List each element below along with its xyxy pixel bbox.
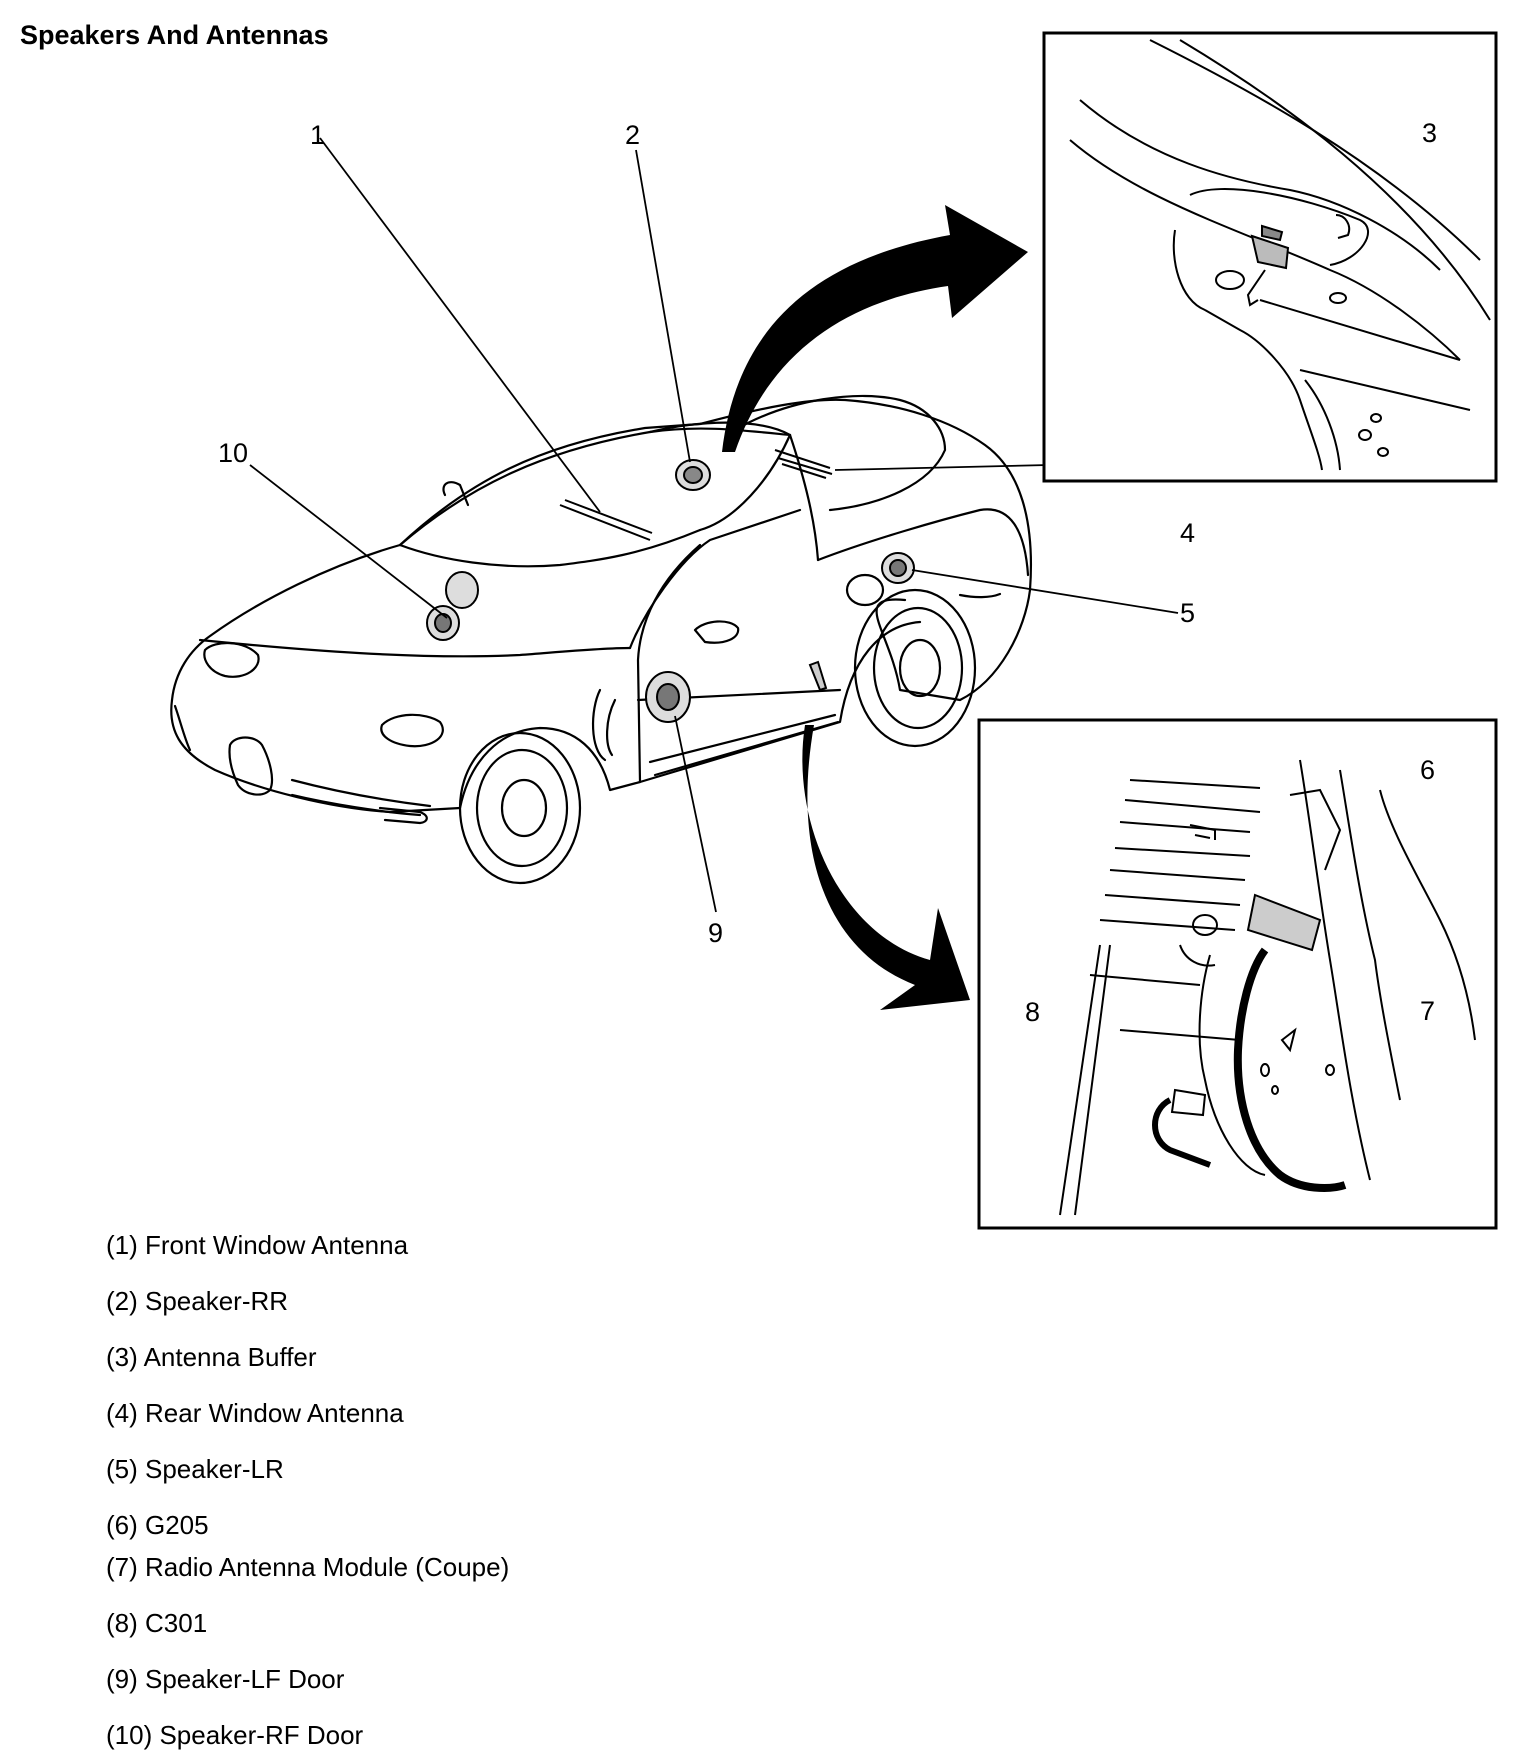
legend-item: (5) Speaker-LR	[106, 1454, 284, 1484]
legend-item: (10) Speaker-RF Door	[106, 1720, 364, 1750]
callout-7: 7	[1420, 996, 1435, 1026]
callout-8: 8	[1025, 997, 1040, 1027]
car-illustration	[170, 394, 1032, 885]
inset-radio-antenna-module	[977, 718, 1498, 1230]
leader-lines	[249, 137, 1421, 1079]
legend-item: (3) Antenna Buffer	[106, 1342, 317, 1372]
callout-5: 5	[1180, 598, 1195, 628]
legend-item: (7) Radio Antenna Module (Coupe)	[106, 1552, 510, 1582]
callout-3: 3	[1422, 118, 1437, 148]
legend-item: (9) Speaker-LF Door	[106, 1664, 345, 1694]
legend-item: (4) Rear Window Antenna	[106, 1398, 404, 1428]
callout-6: 6	[1420, 755, 1435, 785]
inset-antenna-buffer	[1042, 31, 1498, 483]
legend-item: (8) C301	[106, 1608, 208, 1638]
legend-item: (6) G205	[106, 1510, 209, 1540]
callout-1: 1	[310, 120, 325, 150]
callout-9: 9	[708, 918, 723, 948]
callout-labels: 1 2 3 4 5 6 7 8 9 10	[218, 118, 1437, 1027]
diagram-title: Speakers And Antennas	[20, 20, 329, 50]
legend-item: (2) Speaker-RR	[106, 1286, 289, 1316]
speakers-antennas-diagram: 1 2 3 4 5 6 7 8 9 10	[170, 31, 1498, 1230]
callout-4: 4	[1180, 518, 1195, 548]
car-components	[426, 449, 915, 723]
callout-10: 10	[218, 438, 248, 468]
legend-item: (1) Front Window Antenna	[106, 1230, 409, 1260]
parts-legend: (1) Front Window Antenna (2) Speaker-RR …	[106, 1232, 509, 1749]
callout-2: 2	[625, 120, 640, 150]
pointer-arrows	[722, 205, 1028, 1010]
